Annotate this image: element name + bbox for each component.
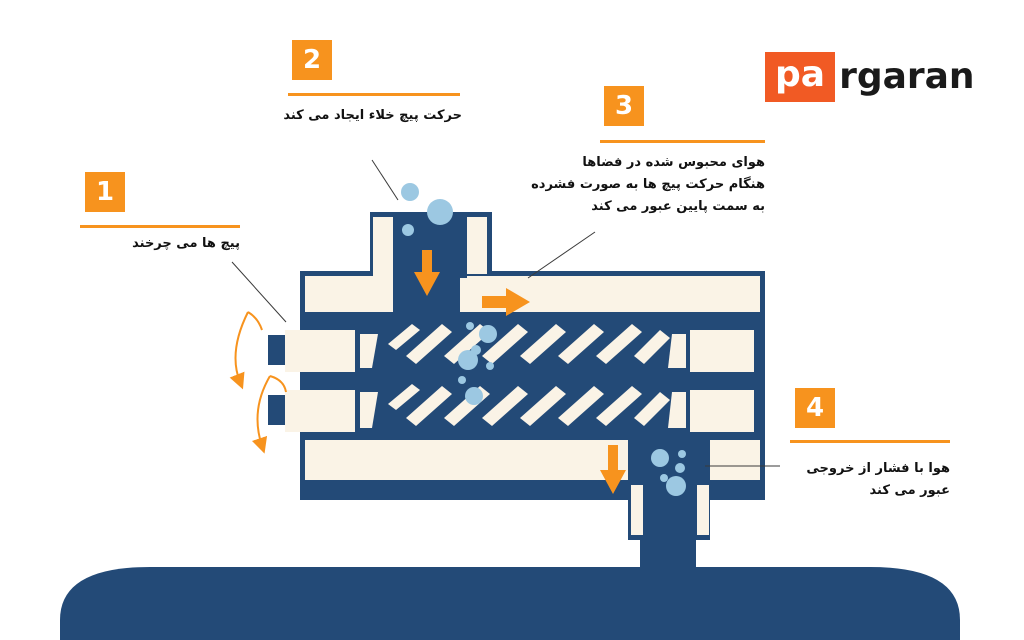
inlet-wall-left [373,217,393,274]
air-bubble-icon [660,474,668,482]
air-bubble-icon [465,387,483,405]
air-bubbles [401,183,686,496]
air-bubble-icon [466,322,474,330]
brand-logo: pa rgaran [765,52,975,102]
air-bubble-icon [651,449,669,467]
flow-arrow-icon [414,250,440,296]
step-3-caption: هوای محبوس شده در فضاها هنگام حرکت پیچ ه… [531,155,765,214]
lower-rotor-shaft [285,390,355,432]
air-bubble-icon [427,199,453,225]
step-4-badge: 4 [795,388,835,428]
rotation-arrow-icon [251,375,271,454]
step-2-caption: حرکت پیچ خلاء ایجاد می کند [283,108,462,123]
top-passage-left [305,278,393,312]
step-3-rule [600,140,765,143]
air-bubble-icon [479,325,497,343]
step-1-badge: 1 [85,172,125,212]
step-1-rule [80,225,240,228]
air-bubble-icon [401,183,419,201]
upper-rotor [360,324,686,368]
upper-rotor-shaft [285,330,355,372]
step-4-rule [790,440,950,443]
air-tank [60,567,960,640]
step-1-caption: پیچ ها می چرخند [132,236,240,251]
outlet-wall-left [631,485,643,535]
flow-arrows [414,250,626,494]
logo-rest: rgaran [839,56,975,97]
lower-rotor-shaft-end [690,390,754,432]
air-bubble-icon [402,224,414,236]
step-2-badge: 2 [292,40,332,80]
outlet-wall-right [697,485,709,535]
step-4-caption: هوا با فشار از خروجی عبور می کند [806,461,950,498]
air-bubble-icon [458,350,478,370]
lower-rotor [360,384,686,428]
outlet-neck [640,540,696,570]
inlet-wall-right [467,217,487,274]
bottom-passage [305,440,635,480]
rotation-arrow-icon [229,311,249,390]
leader-lines [231,159,780,467]
step-2-rule [288,93,460,96]
step-3-badge: 3 [604,86,644,126]
air-bubble-icon [486,362,494,370]
flow-arrow-icon [600,445,626,494]
upper-rotor-shaft-end [690,330,754,372]
air-bubble-icon [678,450,686,458]
flow-arrow-icon [482,288,530,316]
air-bubble-icon [666,476,686,496]
logo-highlight: pa [765,52,836,102]
air-bubble-icon [675,463,685,473]
air-bubble-icon [458,376,466,384]
rotation-arrows [229,311,287,454]
